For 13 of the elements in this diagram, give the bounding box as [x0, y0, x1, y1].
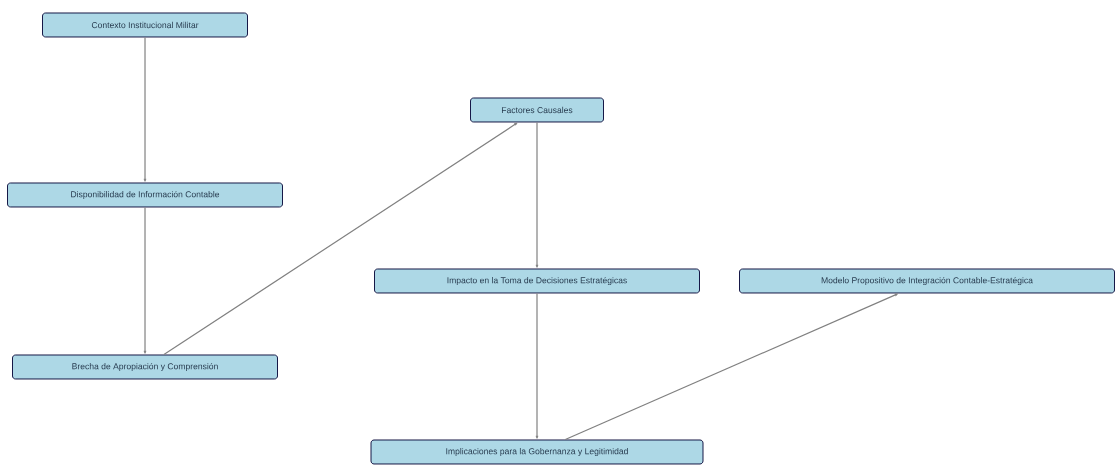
process-box: Impacto en la Toma de Decisiones Estratégicas	[374, 268, 700, 294]
process-box: Modelo Propositivo de Integración Contable-Estratégica	[739, 268, 1115, 294]
process-box: Contexto Institucional Militar	[42, 12, 248, 38]
arrow	[564, 293, 898, 441]
process-box: Factores Causales	[470, 97, 604, 123]
arrow	[163, 122, 518, 356]
process-box: Brecha de Apropiación y Comprensión	[12, 354, 278, 380]
arrow	[535, 121, 539, 268]
process-box: Disponibilidad de Información Contable	[7, 182, 283, 208]
process-box: Implicaciones para la Gobernanza y Legitimidad	[370, 439, 704, 465]
arrow	[143, 36, 147, 182]
arrow	[143, 206, 147, 354]
arrow	[535, 292, 539, 439]
